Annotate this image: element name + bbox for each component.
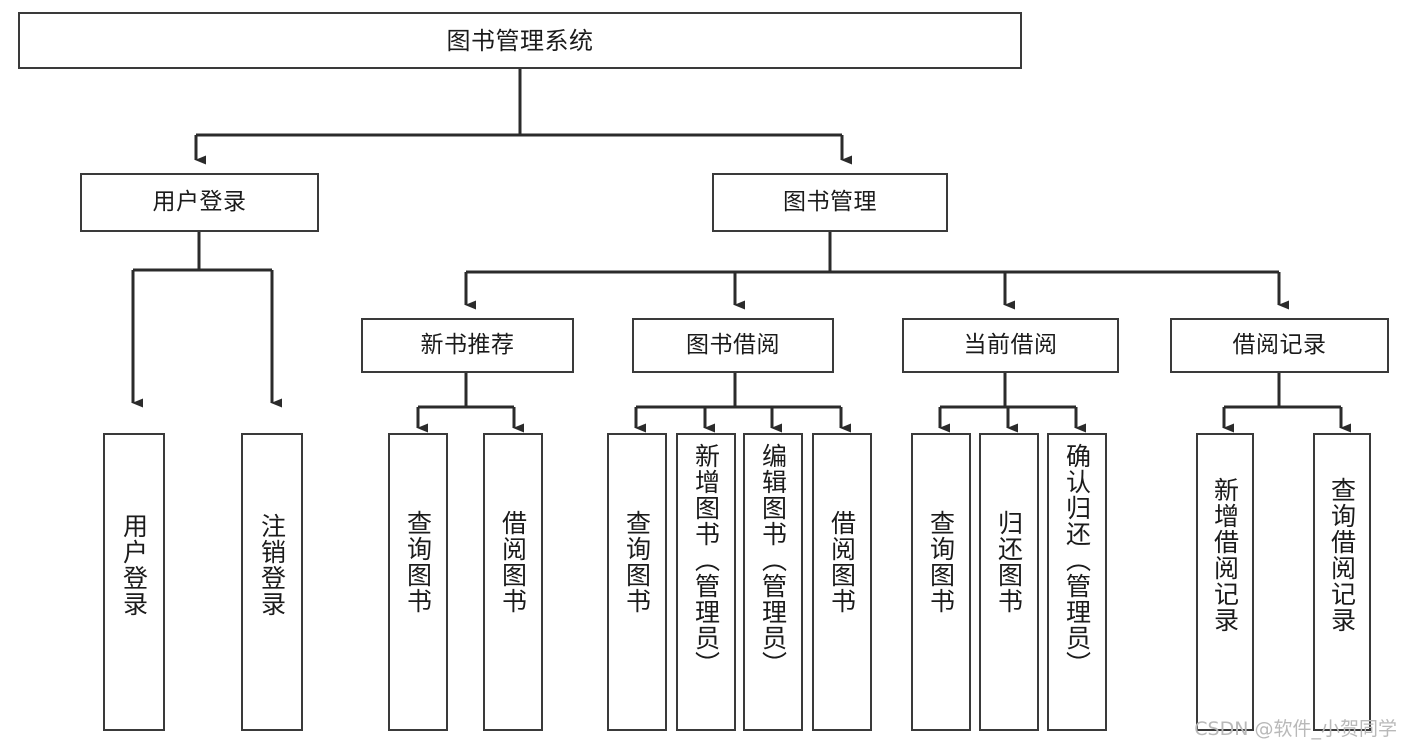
leaf-return-book[interactable]: 归还图书 bbox=[979, 433, 1039, 731]
node-current-borrow-label: 当前借阅 bbox=[963, 332, 1058, 358]
node-book-borrow[interactable]: 图书借阅 bbox=[632, 318, 834, 373]
node-user-login[interactable]: 用户登录 bbox=[80, 173, 319, 232]
leaf-borrow-book-1[interactable]: 借阅图书 bbox=[483, 433, 543, 731]
leaf-confirm-return[interactable]: 确认归还（管理员） bbox=[1047, 433, 1107, 731]
leaf-borrow-book-2[interactable]: 借阅图书 bbox=[812, 433, 872, 731]
node-new-book-rec-label: 新书推荐 bbox=[420, 332, 515, 358]
leaf-logout[interactable]: 注销登录 bbox=[241, 433, 303, 731]
node-user-login-label: 用户登录 bbox=[152, 189, 247, 215]
leaf-query-book-2-label: 查询图书 bbox=[622, 510, 652, 614]
leaf-edit-book[interactable]: 编辑图书（管理员） bbox=[743, 433, 803, 731]
leaf-query-book-2[interactable]: 查询图书 bbox=[607, 433, 667, 731]
leaf-add-record[interactable]: 新增借阅记录 bbox=[1196, 433, 1254, 731]
leaf-edit-book-label: 编辑图书（管理员） bbox=[758, 443, 788, 677]
leaf-return-book-label: 归还图书 bbox=[994, 510, 1024, 614]
leaf-add-record-label: 新增借阅记录 bbox=[1210, 477, 1240, 633]
node-root[interactable]: 图书管理系统 bbox=[18, 12, 1022, 69]
leaf-query-book-1-label: 查询图书 bbox=[403, 510, 433, 614]
node-book-borrow-label: 图书借阅 bbox=[686, 332, 780, 358]
leaf-borrow-book-1-label: 借阅图书 bbox=[498, 510, 528, 614]
node-root-label: 图书管理系统 bbox=[446, 26, 594, 55]
leaf-add-book[interactable]: 新增图书（管理员） bbox=[676, 433, 736, 731]
leaf-add-book-label: 新增图书（管理员） bbox=[691, 443, 721, 677]
node-new-book-rec[interactable]: 新书推荐 bbox=[361, 318, 574, 373]
leaf-query-book-1[interactable]: 查询图书 bbox=[388, 433, 448, 731]
node-current-borrow[interactable]: 当前借阅 bbox=[902, 318, 1119, 373]
leaf-user-login-label: 用户登录 bbox=[119, 513, 149, 617]
leaf-borrow-book-2-label: 借阅图书 bbox=[827, 510, 857, 614]
leaf-user-login[interactable]: 用户登录 bbox=[103, 433, 165, 731]
leaf-query-record[interactable]: 查询借阅记录 bbox=[1313, 433, 1371, 731]
node-borrow-record-label: 借阅记录 bbox=[1232, 332, 1327, 358]
node-book-manage-label: 图书管理 bbox=[783, 189, 877, 215]
leaf-logout-label: 注销登录 bbox=[257, 513, 287, 617]
leaf-query-book-3[interactable]: 查询图书 bbox=[911, 433, 971, 731]
node-borrow-record[interactable]: 借阅记录 bbox=[1170, 318, 1389, 373]
node-book-manage[interactable]: 图书管理 bbox=[712, 173, 948, 232]
leaf-confirm-return-label: 确认归还（管理员） bbox=[1062, 443, 1092, 677]
leaf-query-record-label: 查询借阅记录 bbox=[1327, 477, 1357, 633]
leaf-query-book-3-label: 查询图书 bbox=[926, 510, 956, 614]
